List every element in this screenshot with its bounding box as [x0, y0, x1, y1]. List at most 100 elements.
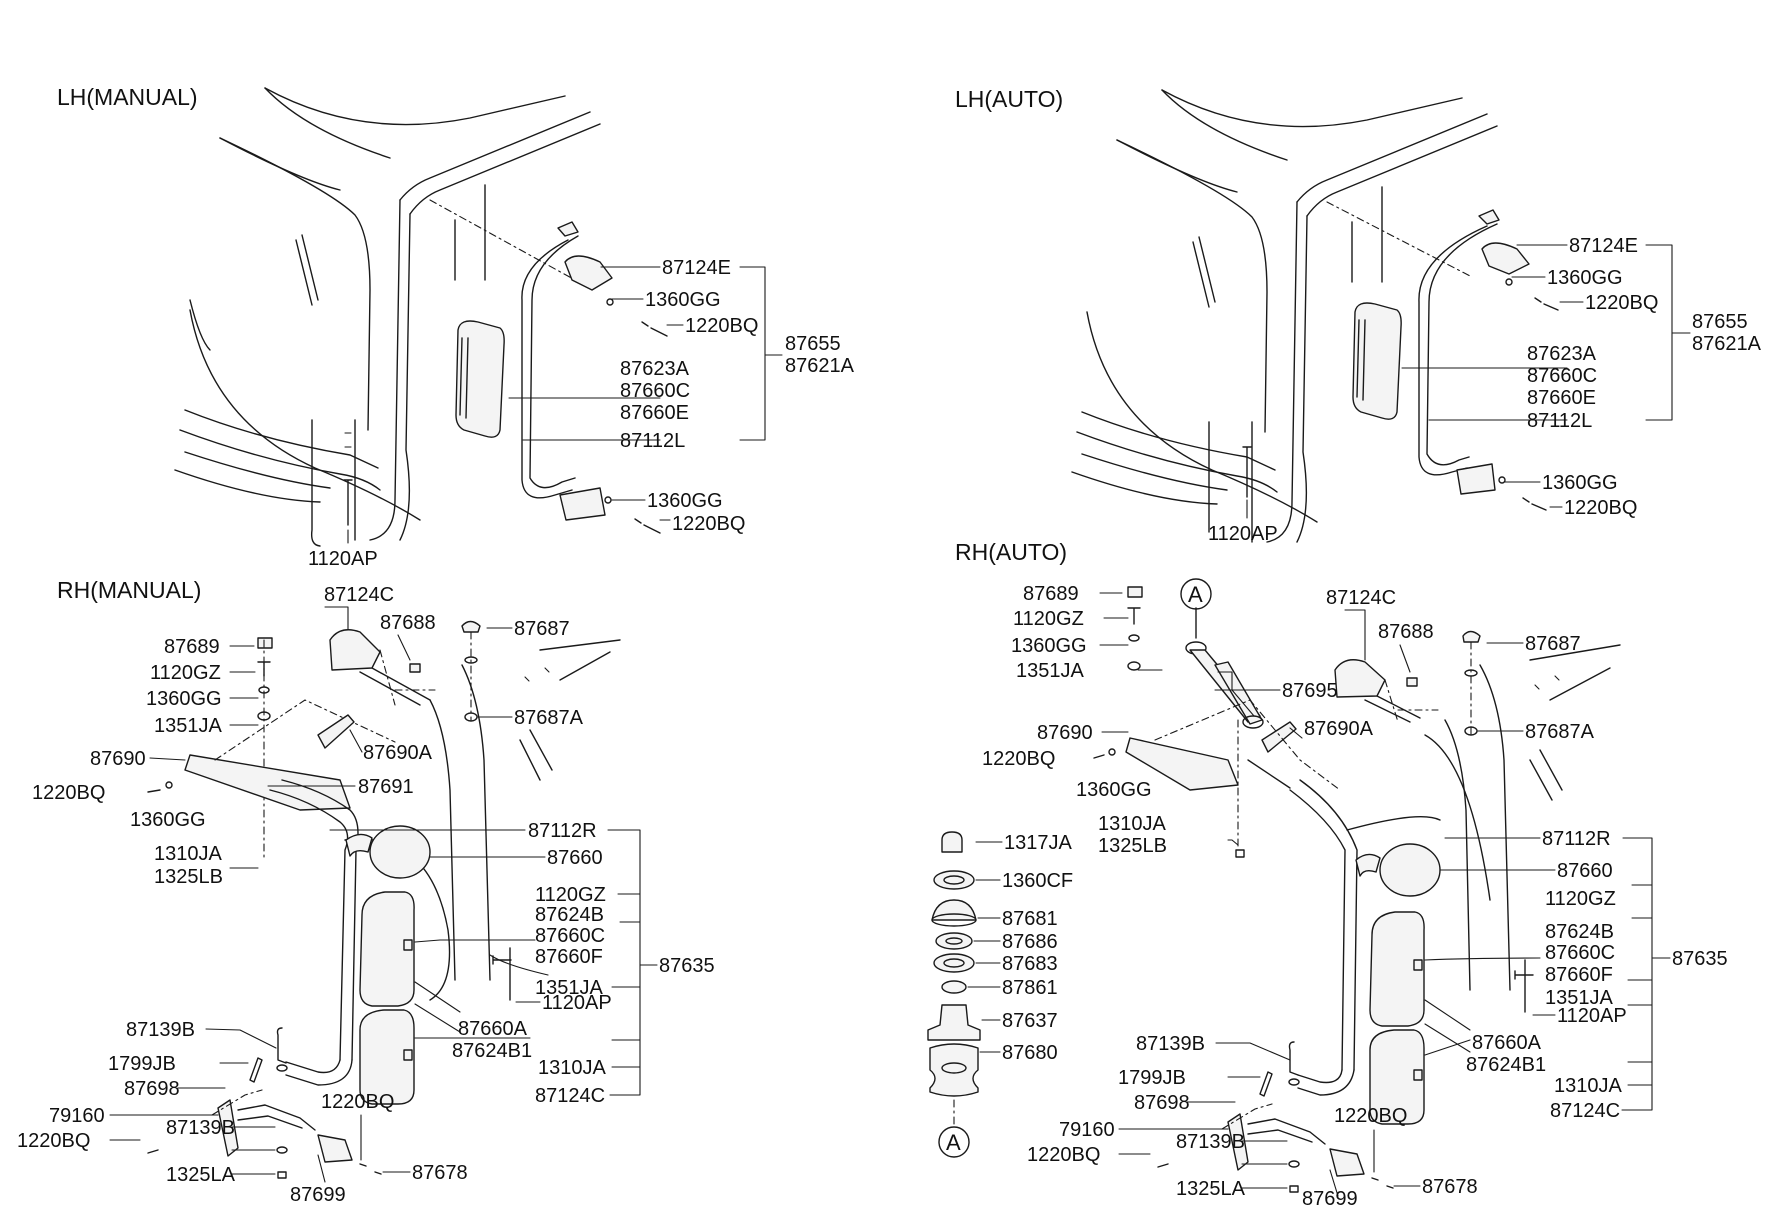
callout-87695: 87695 — [1282, 680, 1338, 702]
callout-1317JA: 1317JA — [1004, 832, 1072, 854]
callout-87637: 87637 — [1002, 1010, 1058, 1032]
rh-auto-callouts: 87689 87124C 87688 87687 1120GZ 1360GG 1… — [982, 583, 1728, 1210]
callout-87112L: 87112L — [1527, 410, 1592, 432]
callout-1351JA-2: 1351JA — [535, 977, 603, 999]
callout-1360GG-2: 1360GG — [1076, 779, 1152, 801]
callout-87655: 87655 — [785, 333, 841, 355]
callout-87124E: 87124E — [1569, 235, 1638, 257]
callout-87112L: 87112L — [620, 430, 685, 452]
callout-87683: 87683 — [1002, 953, 1058, 975]
callout-87660E: 87660E — [1527, 387, 1596, 409]
callout-1351JA: 1351JA — [1016, 660, 1084, 682]
callout-87689: 87689 — [164, 636, 220, 658]
lh-manual-drawing — [174, 87, 668, 547]
callout-87624B: 87624B — [1545, 921, 1614, 943]
callout-1310JA-2: 1310JA — [1554, 1075, 1622, 1097]
callout-87139B: 87139B — [126, 1019, 195, 1041]
callout-87124C: 87124C — [1326, 587, 1396, 609]
callout-87139B: 87139B — [1136, 1033, 1205, 1055]
callout-87660C: 87660C — [620, 380, 690, 402]
callout-1120GZ-2: 1120GZ — [535, 884, 606, 906]
rh-manual-leaders — [109, 606, 658, 1183]
callout-1120AP: 1120AP — [1208, 523, 1278, 545]
callout-87635: 87635 — [659, 955, 715, 977]
callout-87686: 87686 — [1002, 931, 1058, 953]
callout-87635: 87635 — [1672, 948, 1728, 970]
callout-87688: 87688 — [380, 612, 436, 634]
callout-1351JA: 1351JA — [154, 715, 222, 737]
callout-1325LA: 1325LA — [1176, 1178, 1246, 1200]
callout-87124C-2: 87124C — [535, 1085, 605, 1107]
callout-1220BQ-3: 1220BQ — [17, 1130, 90, 1152]
callout-1360GG: 1360GG — [645, 289, 721, 311]
callout-87660: 87660 — [1557, 860, 1613, 882]
rh-manual-drawing — [147, 620, 621, 1179]
callout-1220BQ-lower: 1220BQ — [1564, 497, 1637, 519]
callout-1360GG-lower: 1360GG — [647, 490, 723, 512]
callout-87687: 87687 — [514, 618, 570, 640]
callout-87112R: 87112R — [1542, 828, 1611, 850]
rh-manual-callouts: 87124C 87688 87687 87689 1120GZ 1360GG 1… — [17, 584, 715, 1206]
callout-79160: 79160 — [49, 1105, 105, 1127]
callout-87660F: 87660F — [1545, 964, 1613, 986]
callout-1120GZ-2: 1120GZ — [1545, 888, 1616, 910]
callout-87112R: 87112R — [528, 820, 597, 842]
callout-1310JA: 1310JA — [1098, 813, 1166, 835]
callout-1310JA-2: 1310JA — [538, 1057, 606, 1079]
callout-87681: 87681 — [1002, 908, 1058, 930]
callout-1120AP: 1120AP — [308, 548, 378, 570]
callout-1220BQ-2: 1220BQ — [1334, 1105, 1407, 1127]
lh-manual-callouts: 87124E 1360GG 1220BQ 87655 87621A 87623A… — [308, 257, 855, 570]
callout-87690A: 87690A — [363, 742, 433, 764]
callout-1325LA: 1325LA — [166, 1164, 236, 1186]
title-lh-auto: LH(AUTO) — [955, 86, 1063, 112]
callout-1220BQ-lower: 1220BQ — [672, 513, 745, 535]
callout-87124C-2: 87124C — [1550, 1100, 1620, 1122]
callout-87660C: 87660C — [1545, 942, 1615, 964]
callout-87660F: 87660F — [535, 946, 603, 968]
callout-1120GZ: 1120GZ — [150, 662, 221, 684]
callout-1351JA-2: 1351JA — [1545, 987, 1613, 1009]
callout-87660E: 87660E — [620, 402, 689, 424]
callout-1325LB: 1325LB — [1098, 835, 1167, 857]
callout-87690: 87690 — [90, 748, 146, 770]
callout-87861: 87861 — [1002, 977, 1058, 999]
lh-auto-drawing — [1071, 89, 1559, 543]
callout-1120GZ: 1120GZ — [1013, 608, 1084, 630]
callout-87690: 87690 — [1037, 722, 1093, 744]
callout-87623A: 87623A — [1527, 343, 1597, 365]
callout-1220BQ: 1220BQ — [32, 782, 105, 804]
callout-87660A: 87660A — [1472, 1032, 1542, 1054]
callout-1120AP: 1120AP — [542, 992, 612, 1014]
callout-87699: 87699 — [290, 1184, 346, 1206]
callout-87687A: 87687A — [514, 707, 584, 729]
callout-1360GG: 1360GG — [146, 688, 222, 710]
callout-87690A: 87690A — [1304, 718, 1374, 740]
callout-1360GG: 1360GG — [1011, 635, 1087, 657]
ref-circle-a-top: A — [1188, 582, 1203, 607]
callout-1220BQ-3: 1220BQ — [1027, 1144, 1100, 1166]
callout-1220BQ: 1220BQ — [685, 315, 758, 337]
callout-87124E: 87124E — [662, 257, 731, 279]
callout-87678: 87678 — [1422, 1176, 1478, 1198]
callout-1325LB: 1325LB — [154, 866, 223, 888]
title-lh-manual: LH(MANUAL) — [57, 84, 198, 110]
title-rh-auto: RH(AUTO) — [955, 539, 1067, 565]
callout-87624B1: 87624B1 — [1466, 1054, 1546, 1076]
callout-87688: 87688 — [1378, 621, 1434, 643]
callout-1360GG-2: 1360GG — [130, 809, 206, 831]
ref-circle-a-bottom: A — [946, 1130, 961, 1155]
callout-1799JB: 1799JB — [1118, 1067, 1186, 1089]
callout-87698: 87698 — [1134, 1092, 1190, 1114]
callout-87691: 87691 — [358, 776, 414, 798]
callout-1360GG-lower: 1360GG — [1542, 472, 1618, 494]
callout-87687: 87687 — [1525, 633, 1581, 655]
callout-1360GG: 1360GG — [1547, 267, 1623, 289]
lh-manual-leaders — [347, 266, 783, 544]
callout-79160: 79160 — [1059, 1119, 1115, 1141]
callout-87621A: 87621A — [785, 355, 855, 377]
title-rh-manual: RH(MANUAL) — [57, 577, 201, 603]
callout-87624B1: 87624B1 — [452, 1040, 532, 1062]
